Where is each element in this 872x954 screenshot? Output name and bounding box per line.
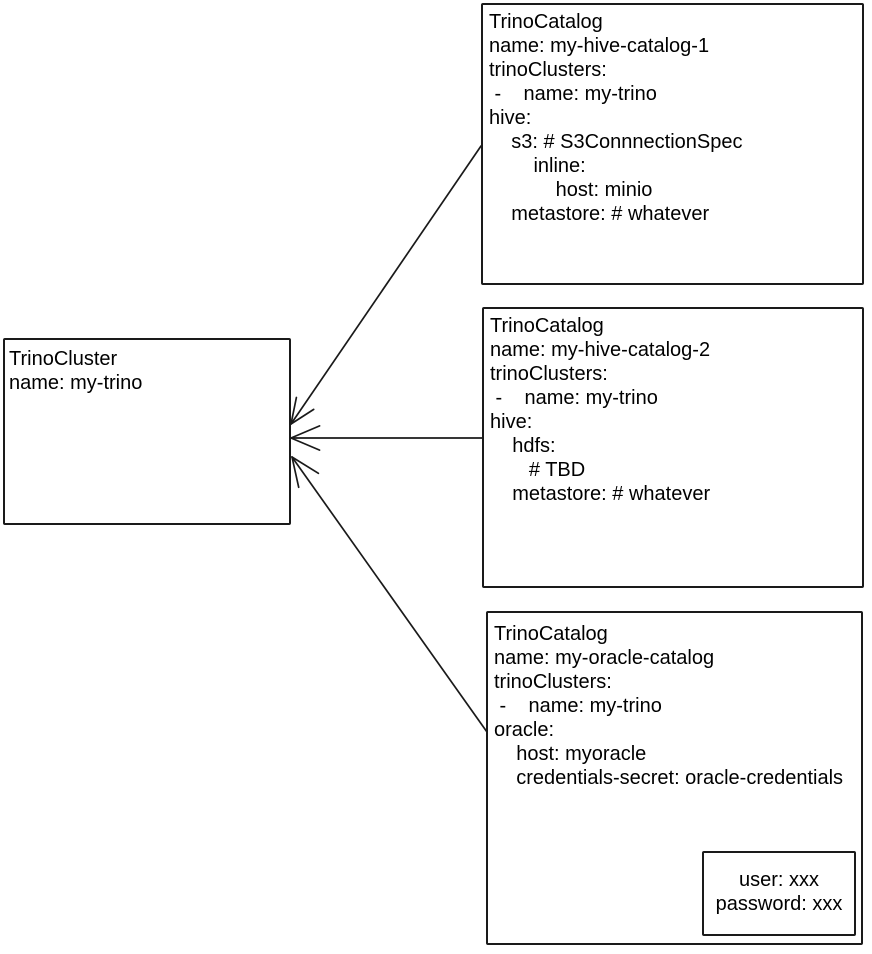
secret-password-line: password: xxx <box>715 893 843 915</box>
connector-catalog-1-to-cluster <box>290 145 482 425</box>
connector-catalog-3-to-cluster <box>291 456 488 733</box>
yaml-line: name: my-trino <box>9 372 143 394</box>
yaml-line: name: my-oracle-catalog <box>494 647 715 669</box>
yaml-line: - name: my-trino <box>494 695 662 717</box>
node-trino-catalog-2[interactable]: TrinoCatalog name: my-hive-catalog-2 tri… <box>482 307 864 588</box>
yaml-line: name: my-hive-catalog-1 <box>489 35 710 57</box>
node-title: TrinoCatalog <box>490 315 604 337</box>
yaml-line: trinoClusters: <box>494 671 612 693</box>
yaml-line: credentials-secret: oracle-credentials <box>494 767 844 789</box>
node-credentials-secret[interactable]: user: xxx password: xxx <box>702 851 856 936</box>
yaml-line: trinoClusters: <box>490 363 608 385</box>
yaml-line: hdfs: <box>490 435 556 457</box>
yaml-line: hive: <box>489 107 532 129</box>
node-trino-catalog-1[interactable]: TrinoCatalog name: my-hive-catalog-1 tri… <box>481 3 864 285</box>
yaml-line: s3: # S3ConnnectionSpec <box>489 131 743 153</box>
yaml-line: trinoClusters: <box>489 59 607 81</box>
node-title: TrinoCatalog <box>494 623 608 645</box>
yaml-line: inline: <box>489 155 586 177</box>
connector-catalog-2-to-cluster <box>290 425 484 451</box>
yaml-line: name: my-hive-catalog-2 <box>490 339 711 361</box>
secret-user-line: user: xxx <box>738 869 820 891</box>
yaml-line: - name: my-trino <box>490 387 658 409</box>
yaml-line: metastore: # whatever <box>490 483 711 505</box>
yaml-line: oracle: <box>494 719 555 741</box>
node-trino-cluster[interactable]: TrinoCluster name: my-trino <box>3 338 291 525</box>
yaml-line: host: myoracle <box>494 743 647 765</box>
yaml-line: hive: <box>490 411 533 433</box>
node-title: TrinoCatalog <box>489 11 603 33</box>
yaml-line: host: minio <box>489 179 653 201</box>
yaml-line: - name: my-trino <box>489 83 657 105</box>
yaml-line: # TBD <box>490 459 586 481</box>
yaml-line: metastore: # whatever <box>489 203 710 225</box>
node-title: TrinoCluster <box>9 348 118 370</box>
